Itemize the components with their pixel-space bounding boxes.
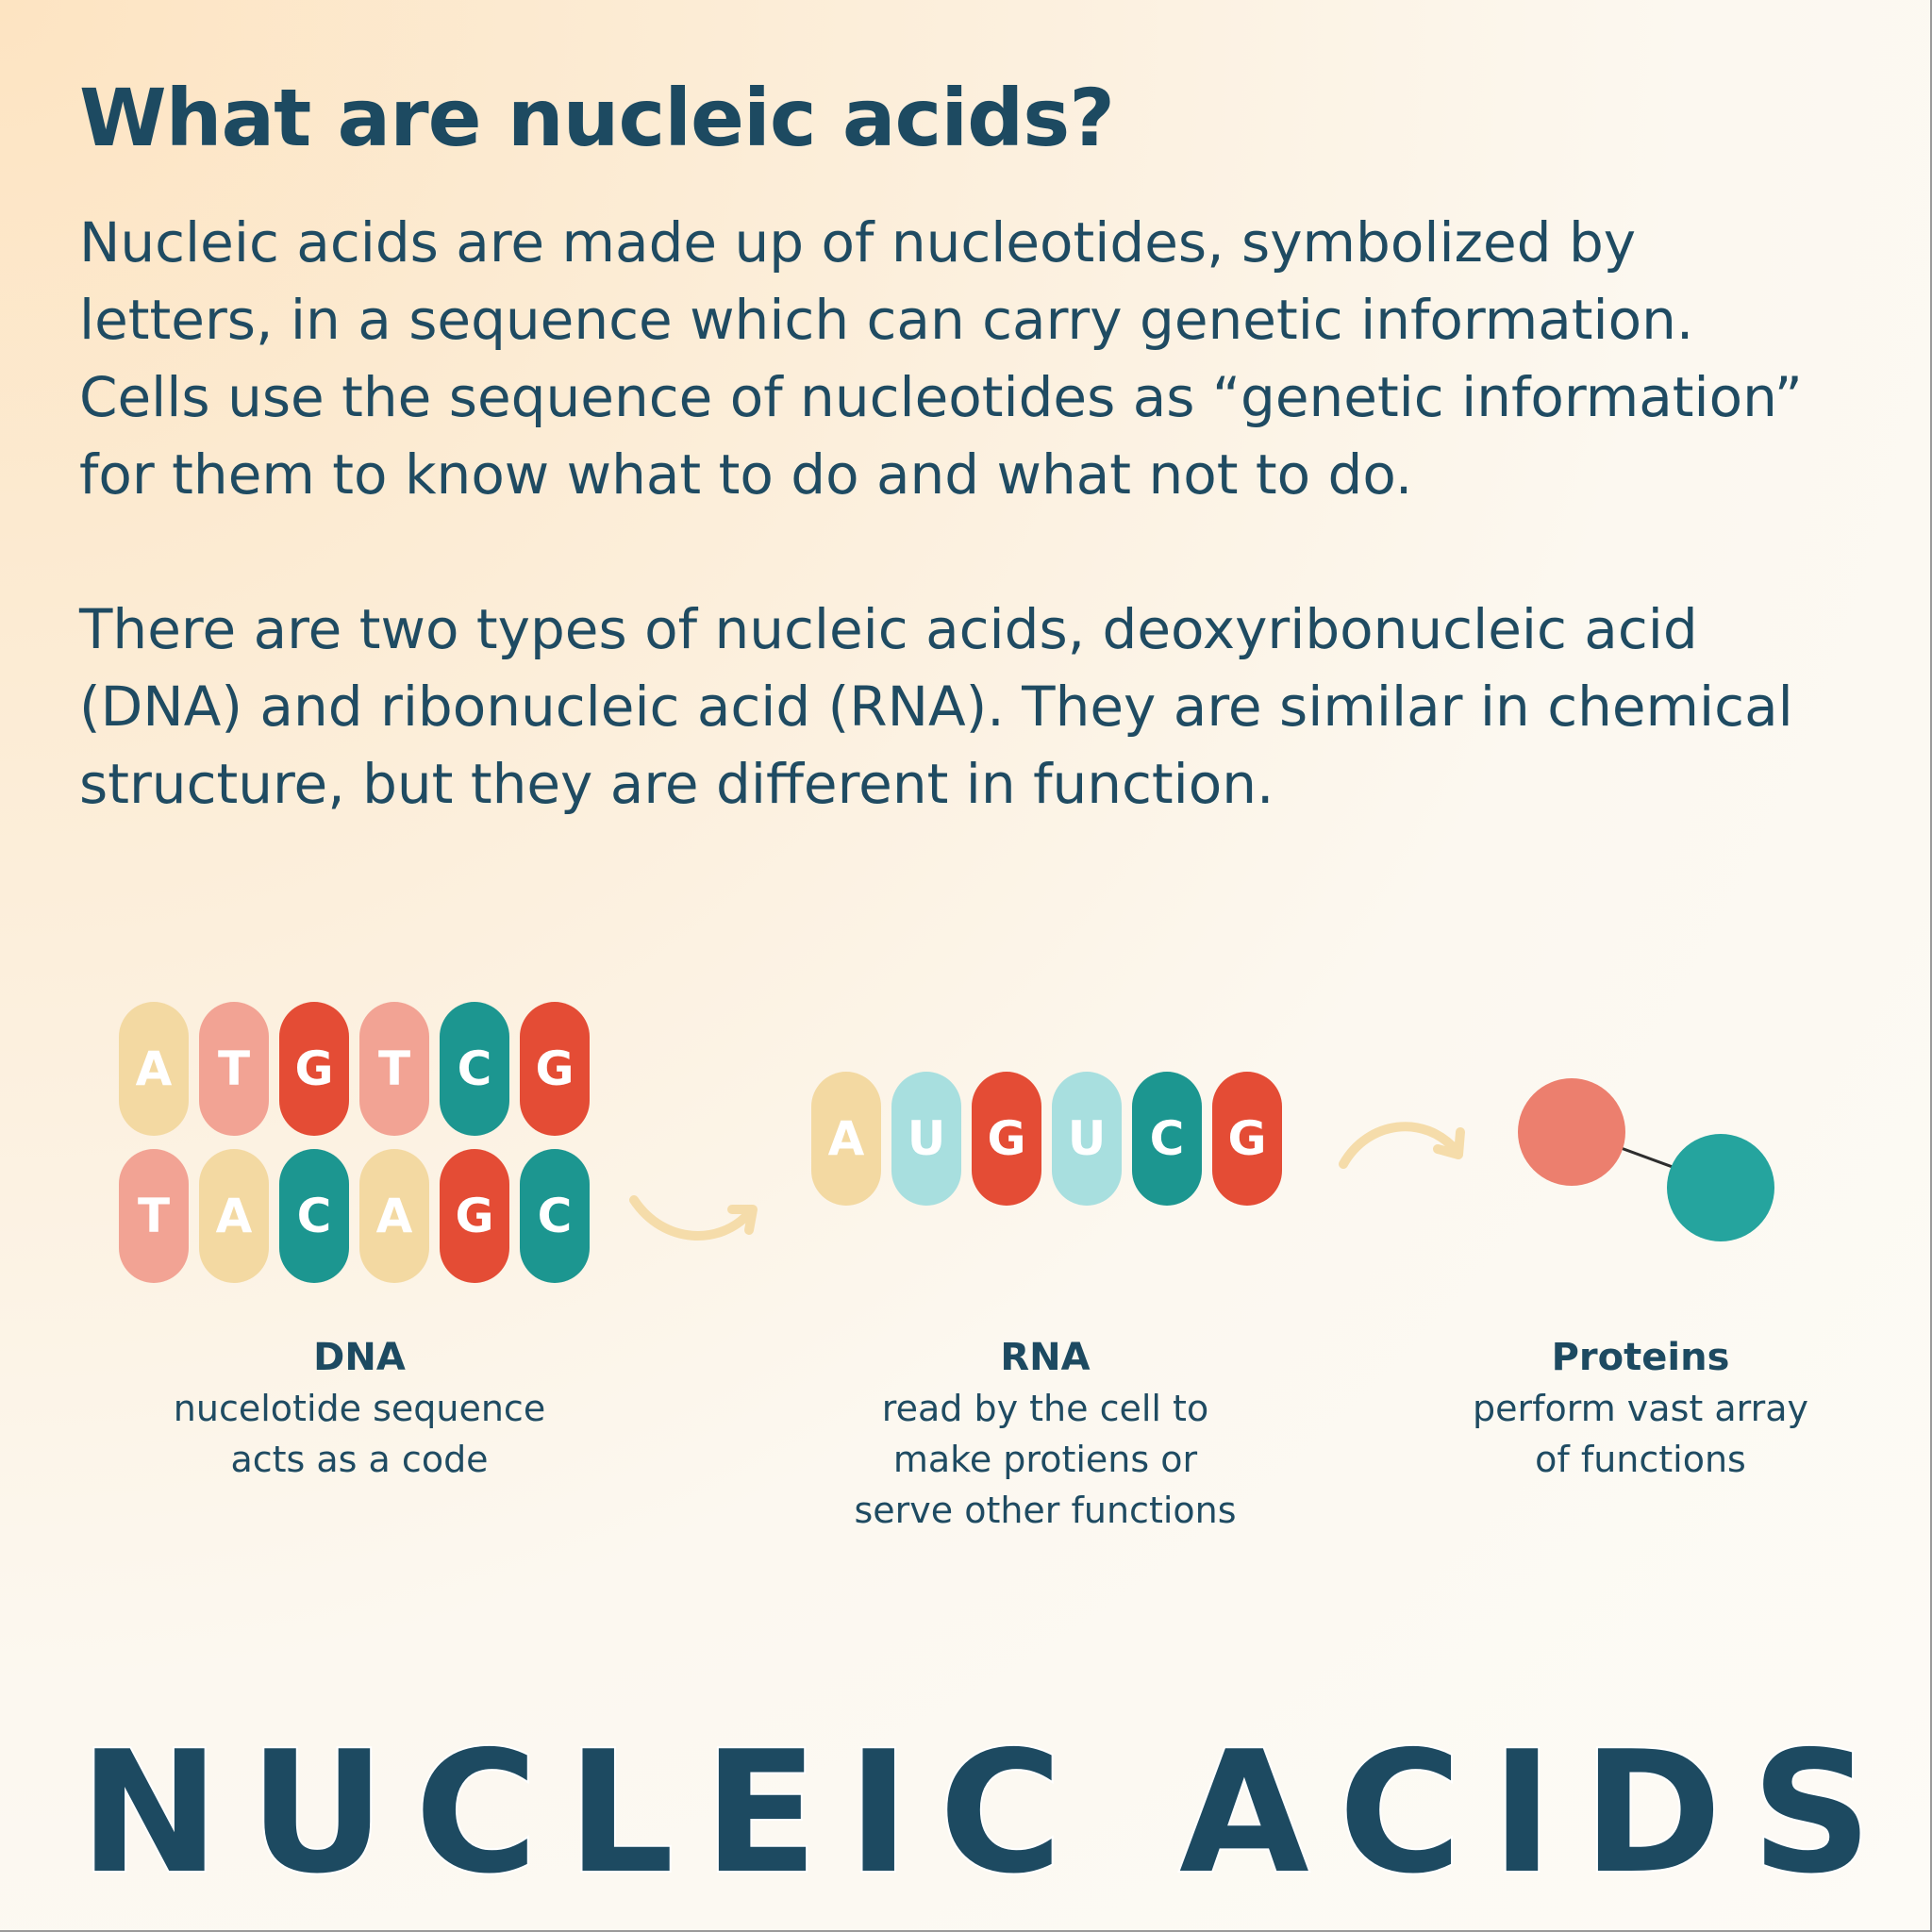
rna-label: RNA read by the cell to make protiens or… xyxy=(781,1332,1309,1536)
nucleotide-U-pill: U xyxy=(891,1072,961,1206)
paragraph-line: (DNA) and ribonucleic acid (RNA). They a… xyxy=(79,675,1793,739)
nucleotide-T-pill: T xyxy=(199,1002,269,1136)
rna-description-line: make protiens or xyxy=(892,1439,1198,1480)
paragraph-line: for them to know what to do and what not… xyxy=(79,442,1413,507)
proteins-name: Proteins xyxy=(1551,1336,1730,1379)
protein-molecule-icon xyxy=(1518,1078,1774,1241)
nucleotide-G-pill: G xyxy=(972,1072,1041,1206)
dna-name: DNA xyxy=(313,1336,406,1379)
nucleotide-G-pill: G xyxy=(520,1002,590,1136)
rna-to-protein-arrow-icon xyxy=(1339,1122,1465,1169)
proteins-description-line: perform vast array xyxy=(1473,1388,1808,1429)
proteins-description-line: of functions xyxy=(1535,1439,1746,1480)
nucleotide-U-pill: U xyxy=(1052,1072,1122,1206)
nucleotide-C-pill: C xyxy=(440,1002,509,1136)
nucleotide-T-pill: T xyxy=(359,1002,429,1136)
page-title: What are nucleic acids? xyxy=(79,72,1115,164)
nucleotide-C-pill: C xyxy=(1132,1072,1202,1206)
paragraph-line: There are two types of nucleic acids, de… xyxy=(79,597,1698,661)
types-paragraph: There are two types of nucleic acids, de… xyxy=(79,591,1872,823)
proteins-label: Proteins perform vast array of functions xyxy=(1376,1332,1905,1485)
rna-description-line: serve other functions xyxy=(854,1490,1237,1531)
nucleotide-A-pill: A xyxy=(119,1002,189,1136)
dna-to-rna-arrow-icon xyxy=(629,1195,758,1241)
nucleotide-C-pill: C xyxy=(279,1149,349,1283)
paragraph-line: structure, but they are different in fun… xyxy=(79,752,1274,816)
nucleotide-A-pill: A xyxy=(199,1149,269,1283)
nucleotide-A-pill: A xyxy=(811,1072,881,1206)
footer-title: NUCLEIC ACIDS xyxy=(77,1713,1902,1912)
nucleotide-G-pill: G xyxy=(279,1002,349,1136)
nucleotide-G-pill: G xyxy=(440,1149,509,1283)
paragraph-line: Cells use the sequence of nucleotides as… xyxy=(79,365,1803,429)
nucleotide-G-pill: G xyxy=(1212,1072,1282,1206)
rna-name: RNA xyxy=(1000,1336,1091,1379)
rna-description-line: read by the cell to xyxy=(881,1388,1209,1429)
nucleotide-A-pill: A xyxy=(359,1149,429,1283)
dna-description-line: nucelotide sequence xyxy=(173,1388,546,1429)
nucleotide-T-pill: T xyxy=(119,1149,189,1283)
paragraph-line: Nucleic acids are made up of nucleotides… xyxy=(79,210,1637,275)
dna-label: DNA nucelotide sequence acts as a code xyxy=(95,1332,624,1485)
intro-paragraph: Nucleic acids are made up of nucleotides… xyxy=(79,204,1872,513)
dna-description-line: acts as a code xyxy=(230,1439,489,1480)
nucleotide-C-pill: C xyxy=(520,1149,590,1283)
paragraph-line: letters, in a sequence which can carry g… xyxy=(79,288,1694,352)
